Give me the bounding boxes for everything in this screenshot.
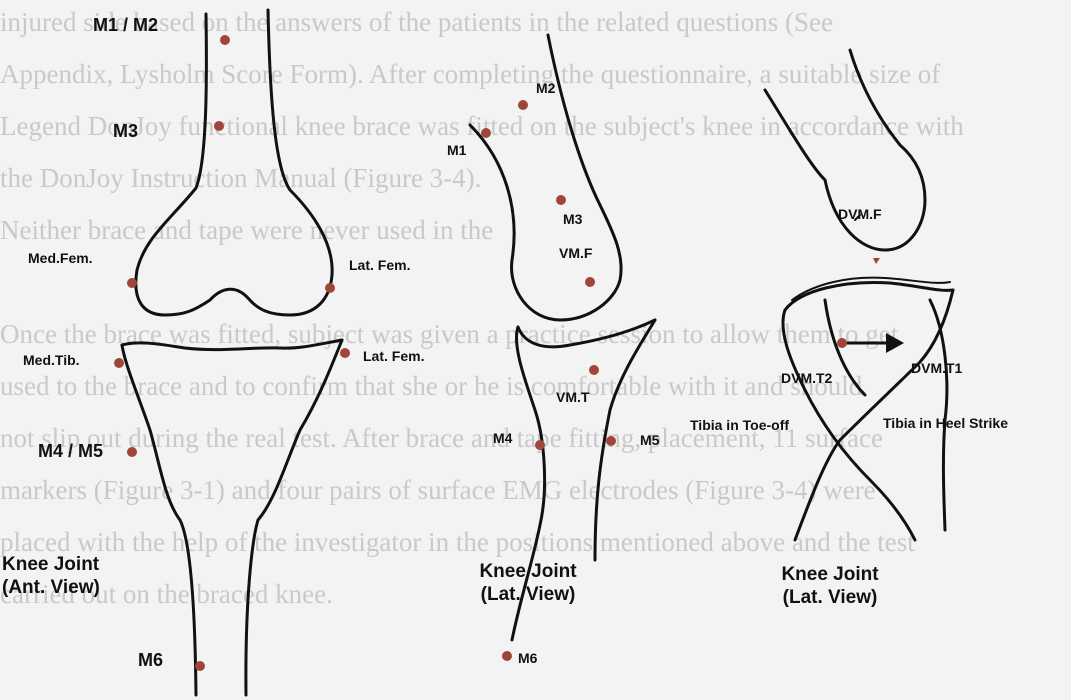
caption-anterior-line2: (Ant. View) xyxy=(2,576,142,599)
anterior-tibia xyxy=(122,340,342,695)
marker-m3 xyxy=(214,121,224,131)
caption-lateral: Knee Joint (Lat. View) xyxy=(458,560,598,606)
marker-med-fem xyxy=(127,278,137,288)
anterior-femur xyxy=(136,10,332,315)
marker-m6-ant xyxy=(195,661,205,671)
marker-vm-t xyxy=(589,365,599,375)
marker-m1-m2 xyxy=(220,35,230,45)
label-m1-m2: M1 / M2 xyxy=(93,15,158,36)
marker-med-tib xyxy=(114,358,124,368)
brace-shank-toe-off xyxy=(765,90,953,540)
label-vm-f: VM.F xyxy=(559,245,592,261)
marker-m4-lat xyxy=(535,440,545,450)
label-lat-fem-2: Lat. Fem. xyxy=(363,348,424,364)
caption-brace: Knee Joint (Lat. View) xyxy=(760,563,900,609)
label-dvm-t1: DVM.T1 xyxy=(911,360,962,376)
label-vm-t: VM.T xyxy=(556,389,589,405)
label-m3: M3 xyxy=(113,121,138,142)
label-m2-lat: M2 xyxy=(536,80,555,96)
caption-lateral-line1: Knee Joint xyxy=(458,560,598,583)
label-tibia-toe-off: Tibia in Toe-off xyxy=(690,417,789,433)
label-m4-m5: M4 / M5 xyxy=(38,441,103,462)
marker-lat-fem xyxy=(325,283,335,293)
caption-anterior-line1: Knee Joint xyxy=(2,553,142,576)
label-med-tib: Med.Tib. xyxy=(23,352,80,368)
label-m5-lat: M5 xyxy=(640,432,659,448)
label-dvm-t2: DVM.T2 xyxy=(781,370,832,386)
marker-m4-m5 xyxy=(127,447,137,457)
lateral-femur xyxy=(470,35,621,320)
caption-brace-line2: (Lat. View) xyxy=(760,586,900,609)
label-m1-lat: M1 xyxy=(447,142,466,158)
label-m3-lat: M3 xyxy=(563,211,582,227)
marker-m3-lat xyxy=(556,195,566,205)
caption-lateral-line2: (Lat. View) xyxy=(458,583,598,606)
marker-dvm-f xyxy=(873,258,880,264)
label-m4-lat: M4 xyxy=(493,430,512,446)
marker-vm-f xyxy=(585,277,595,287)
label-dvm-f: DVM.F xyxy=(838,206,882,222)
label-tibia-heel-strike: Tibia in Heel Strike xyxy=(883,415,1008,431)
label-lat-fem: Lat. Fem. xyxy=(349,257,410,273)
dvm-arrow xyxy=(842,333,904,353)
marker-m1-lat xyxy=(481,128,491,138)
marker-m6-lat xyxy=(502,651,512,661)
label-med-fem: Med.Fem. xyxy=(28,250,93,266)
marker-m2-lat xyxy=(518,100,528,110)
label-m6-ant: M6 xyxy=(138,650,163,671)
marker-m5-lat xyxy=(606,436,616,446)
caption-anterior: Knee Joint (Ant. View) xyxy=(2,553,142,599)
caption-brace-line1: Knee Joint xyxy=(760,563,900,586)
label-m6-lat: M6 xyxy=(518,650,537,666)
marker-lat-fem-2 xyxy=(340,348,350,358)
marker-dvm-t2 xyxy=(837,338,847,348)
